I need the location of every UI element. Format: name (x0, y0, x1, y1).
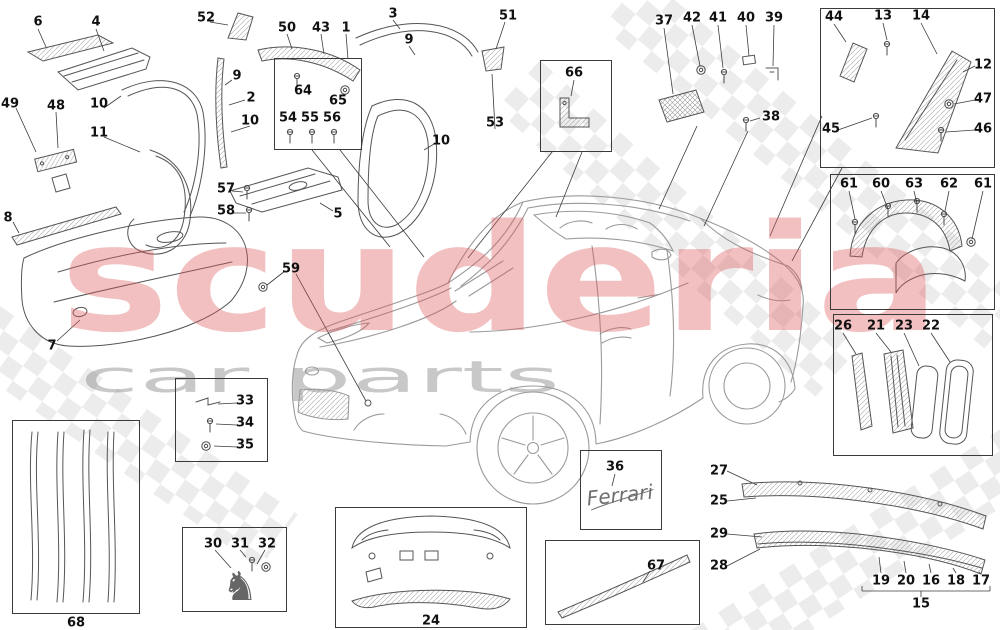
car-sketch (291, 195, 804, 505)
quarter-trim-sketch (839, 40, 972, 154)
wheelhouse-liner-sketch (849, 197, 976, 294)
door-sill-trims-sketch (26, 34, 151, 91)
watermark-subtitle: car parts (80, 352, 560, 403)
hood-and-molding-sketch (11, 206, 248, 347)
front-bumper-sketch (351, 515, 511, 610)
script-badge-text: Ferrari (586, 480, 655, 511)
buffer-clips-sketch (195, 397, 221, 451)
shelf-fasteners-sketch (243, 184, 372, 407)
sill-covers-sketch (741, 480, 987, 575)
pillar-trims-sketch (227, 12, 505, 82)
leader-lines (12, 19, 991, 597)
fastener-kit-sketch (286, 72, 350, 144)
prancing-horse-icon: ♞ (222, 564, 258, 610)
script-badge-sketch: Ferrari (586, 480, 655, 511)
fender-vent-sketch (851, 349, 974, 445)
trim-strip-sketch (557, 554, 691, 619)
protective-strips-sketch (29, 429, 116, 603)
bracket-66-sketch (559, 97, 590, 128)
badge-plate-sketch (34, 148, 78, 193)
group-15-bracket (861, 586, 991, 597)
parcel-shelf-trim-sketch (229, 167, 343, 213)
roof-trim-fasteners-sketch (658, 54, 779, 132)
watermark-brand: scuderia (60, 193, 940, 365)
watermark: scuderia car parts (60, 193, 940, 403)
